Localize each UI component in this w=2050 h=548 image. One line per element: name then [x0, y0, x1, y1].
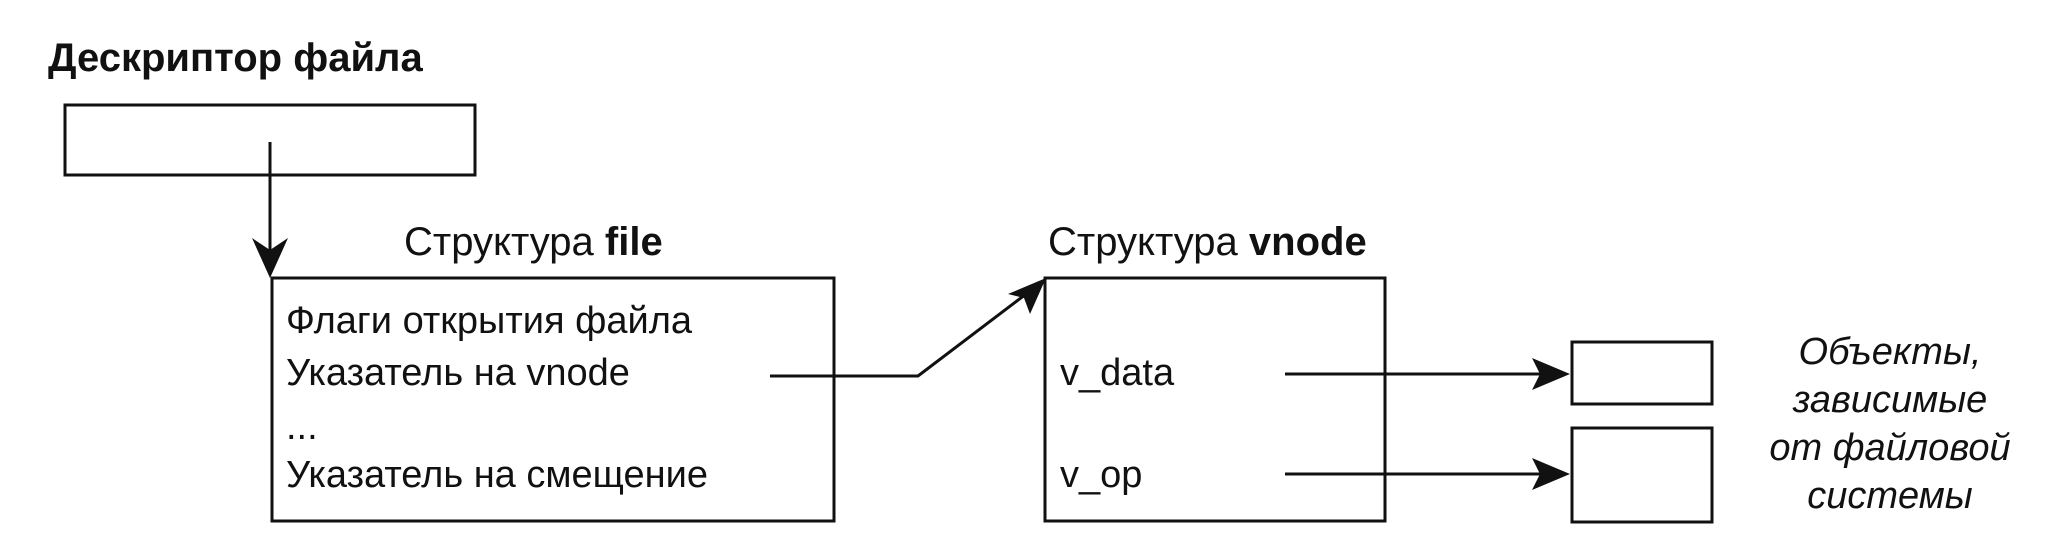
fs-object-box-data: [1570, 340, 1714, 406]
pointer-to-vnode-arrowhead: [1008, 278, 1046, 314]
file-struct-title-prefix: Структура: [404, 220, 605, 264]
vnode-struct-title-name: vnode: [1248, 220, 1367, 264]
fs-objects-line-3: от файловой: [1769, 427, 2011, 469]
fs-objects-line-4: системы: [1807, 475, 1973, 517]
vnode-field-v-data: v_data: [1060, 352, 1175, 394]
fs-objects-line-1: Объекты,: [1798, 331, 1982, 373]
file-struct-box: [270, 276, 836, 523]
fs-objects-caption: Объекты, зависимые от файловой системы: [1740, 328, 2040, 520]
fs-object-box-op: [1570, 426, 1714, 524]
file-field-vnode-pointer: Указатель на vnode: [286, 352, 630, 394]
file-field-ellipsis: ...: [286, 406, 318, 448]
descriptor-title: Дескриптор файла: [48, 36, 423, 80]
file-field-open-flags: Флаги открытия файла: [286, 300, 693, 342]
v-op-arrowhead: [1532, 458, 1570, 490]
pointer-to-vnode-line: [770, 286, 1035, 378]
file-struct-title-name: file: [604, 220, 663, 264]
fs-objects-line-2: зависимые: [1792, 379, 1988, 421]
vnode-field-v-op: v_op: [1060, 454, 1143, 496]
vnode-struct-title-prefix: Структура: [1048, 220, 1249, 264]
vnode-struct-box: [1043, 276, 1387, 523]
descriptor-to-file-arrowhead: [252, 238, 288, 278]
file-struct-title: Структура file: [404, 222, 663, 262]
vnode-struct-title: Структура vnode: [1048, 222, 1367, 262]
v-data-arrowhead: [1532, 358, 1570, 390]
file-field-offset-pointer: Указатель на смещение: [286, 454, 708, 496]
